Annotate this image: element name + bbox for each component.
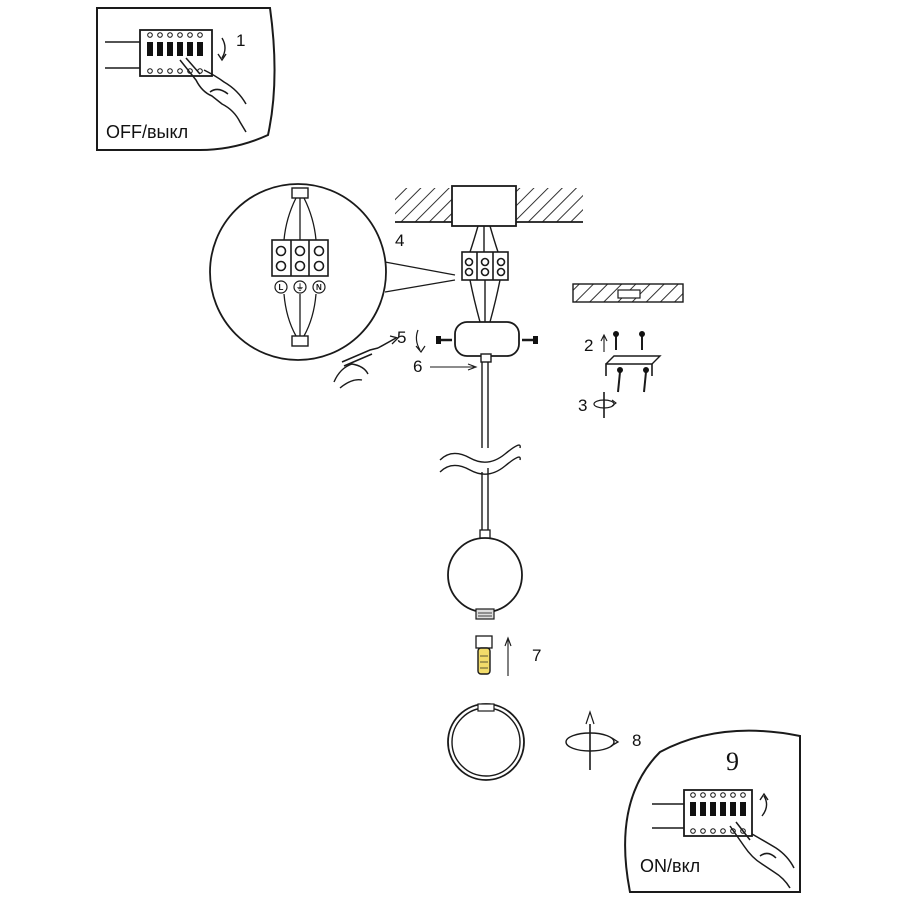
rotate-down-arrow-icon <box>221 37 226 59</box>
step-5-number: 5 <box>397 328 406 347</box>
detail-terminal-block <box>271 239 329 277</box>
supply-wires <box>469 225 499 253</box>
step-9-caption: ON/вкл <box>640 856 700 876</box>
step-8-twist-icon <box>565 710 620 770</box>
lamp-wires <box>469 279 501 323</box>
step-3-number: 3 <box>578 396 587 415</box>
terminal-neutral-label: N <box>316 283 322 292</box>
step-2-number: 2 <box>584 336 593 355</box>
canopy <box>454 321 520 363</box>
step-5-rotate-arrow-icon <box>415 329 426 354</box>
breaker-terminal-block-on <box>683 789 753 837</box>
terminal-earth-label: ⏚ <box>296 283 304 292</box>
screwdriver-icon <box>341 337 397 367</box>
step-3-rotate-screw-icon <box>593 392 617 418</box>
locking-ring <box>447 703 525 781</box>
step-7-number: 7 <box>532 646 541 665</box>
suspension-cord <box>439 362 521 541</box>
breaker-terminal-block <box>139 29 213 77</box>
step-4-number: 4 <box>395 231 404 250</box>
step-9-power-on-inset: 9 ON/вкл <box>624 729 801 893</box>
terminal-live-label: L <box>279 283 284 292</box>
mounting-plate <box>572 283 684 303</box>
canopy-side-screws <box>436 336 538 344</box>
globe-shade <box>447 537 523 620</box>
hand-on-icon <box>729 821 795 889</box>
step-8-number: 8 <box>632 731 641 750</box>
step-2-screws <box>600 331 645 352</box>
step-1-caption: OFF/выкл <box>106 122 188 142</box>
step-6-number: 6 <box>413 357 422 376</box>
hand-icon <box>179 57 247 133</box>
ceiling <box>395 185 583 227</box>
hand-screwdriver-icon <box>333 363 369 389</box>
g9-bulb-icon <box>475 635 493 675</box>
step-9-number: 9 <box>726 747 739 776</box>
junction-box <box>451 185 517 227</box>
main-terminal-block <box>461 251 509 281</box>
mounting-bracket <box>605 355 662 393</box>
step-1-power-off-inset: 1 OFF/выкл <box>96 7 276 151</box>
step-4-wiring-detail: L ⏚ N 4 <box>209 183 456 389</box>
insert-arrow-icon <box>504 636 512 676</box>
step-1-number: 1 <box>236 31 245 50</box>
rotate-up-arrow-icon <box>761 795 768 817</box>
